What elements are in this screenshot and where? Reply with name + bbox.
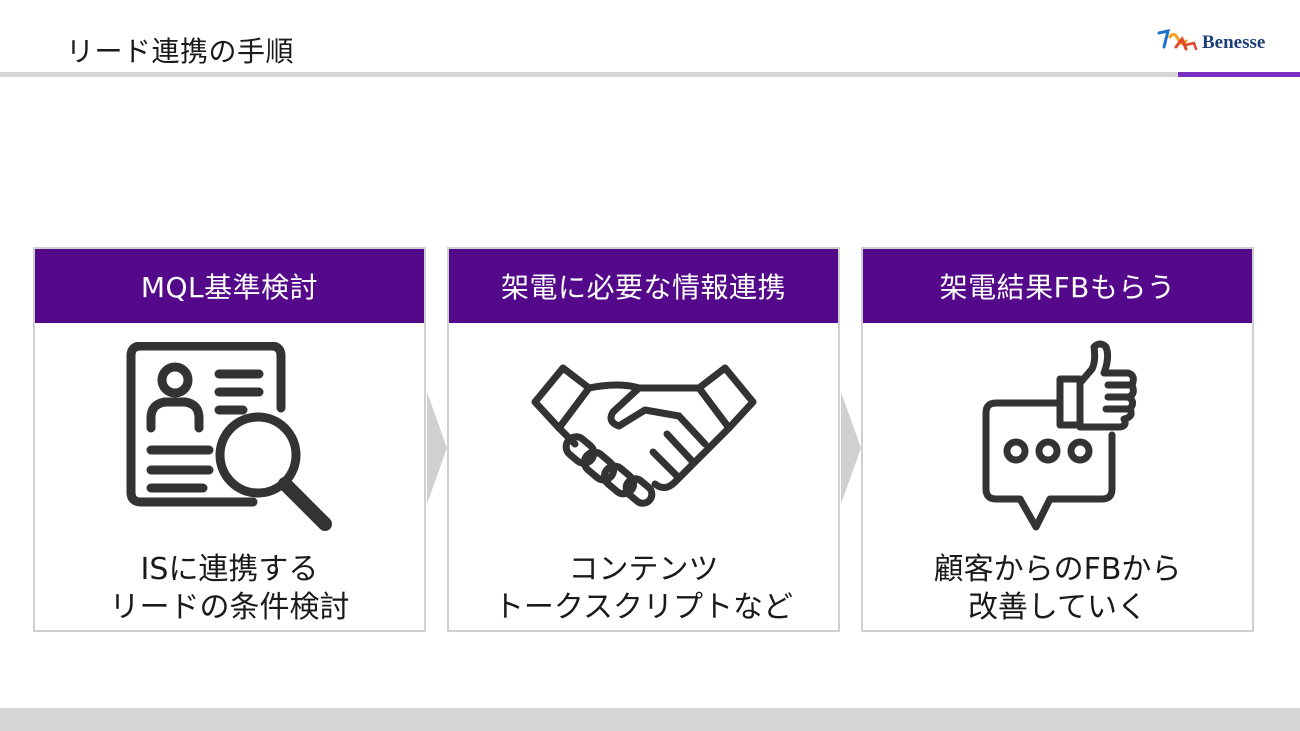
step-description-line2: 改善していく <box>967 590 1148 625</box>
handshake-icon <box>449 337 838 537</box>
top-accent-bar <box>1178 72 1300 77</box>
slide-title: リード連携の手順 <box>66 35 295 68</box>
benesse-logo: Benesse <box>1156 26 1280 60</box>
chevron-right-icon <box>841 392 861 504</box>
step-description-line2: トークスクリプトなど <box>493 590 794 625</box>
step-description-line2: リードの条件検討 <box>109 590 350 625</box>
profile-search-icon <box>35 337 424 537</box>
step-description: コンテンツ トークスクリプトなど <box>449 551 838 627</box>
step-description-line1: 顧客からのFBから <box>933 552 1182 587</box>
step-card-3: 架電結果FBもらう 顧客からのFBから 改善していく <box>861 247 1254 632</box>
step-header: MQL基準検討 <box>35 249 424 323</box>
thumbs-up-chat-icon <box>863 337 1252 537</box>
step-description-line1: ISに連携する <box>140 552 319 587</box>
top-rule <box>0 72 1178 77</box>
step-description: 顧客からのFBから 改善していく <box>863 551 1252 627</box>
benesse-mark-icon <box>1157 29 1198 51</box>
chevron-right-icon <box>427 392 447 504</box>
step-header: 架電結果FBもらう <box>863 249 1252 323</box>
footer-bar <box>0 708 1300 731</box>
step-description-line1: コンテンツ <box>568 552 719 587</box>
step-header: 架電に必要な情報連携 <box>449 249 838 323</box>
brand-name: Benesse <box>1202 32 1266 53</box>
step-card-2: 架電に必要な情報連携 コンテンツ トークスクリプトなど <box>447 247 840 632</box>
step-card-1: MQL基準検討 ISに連携する リードの条件検討 <box>33 247 426 632</box>
step-description: ISに連携する リードの条件検討 <box>35 551 424 627</box>
